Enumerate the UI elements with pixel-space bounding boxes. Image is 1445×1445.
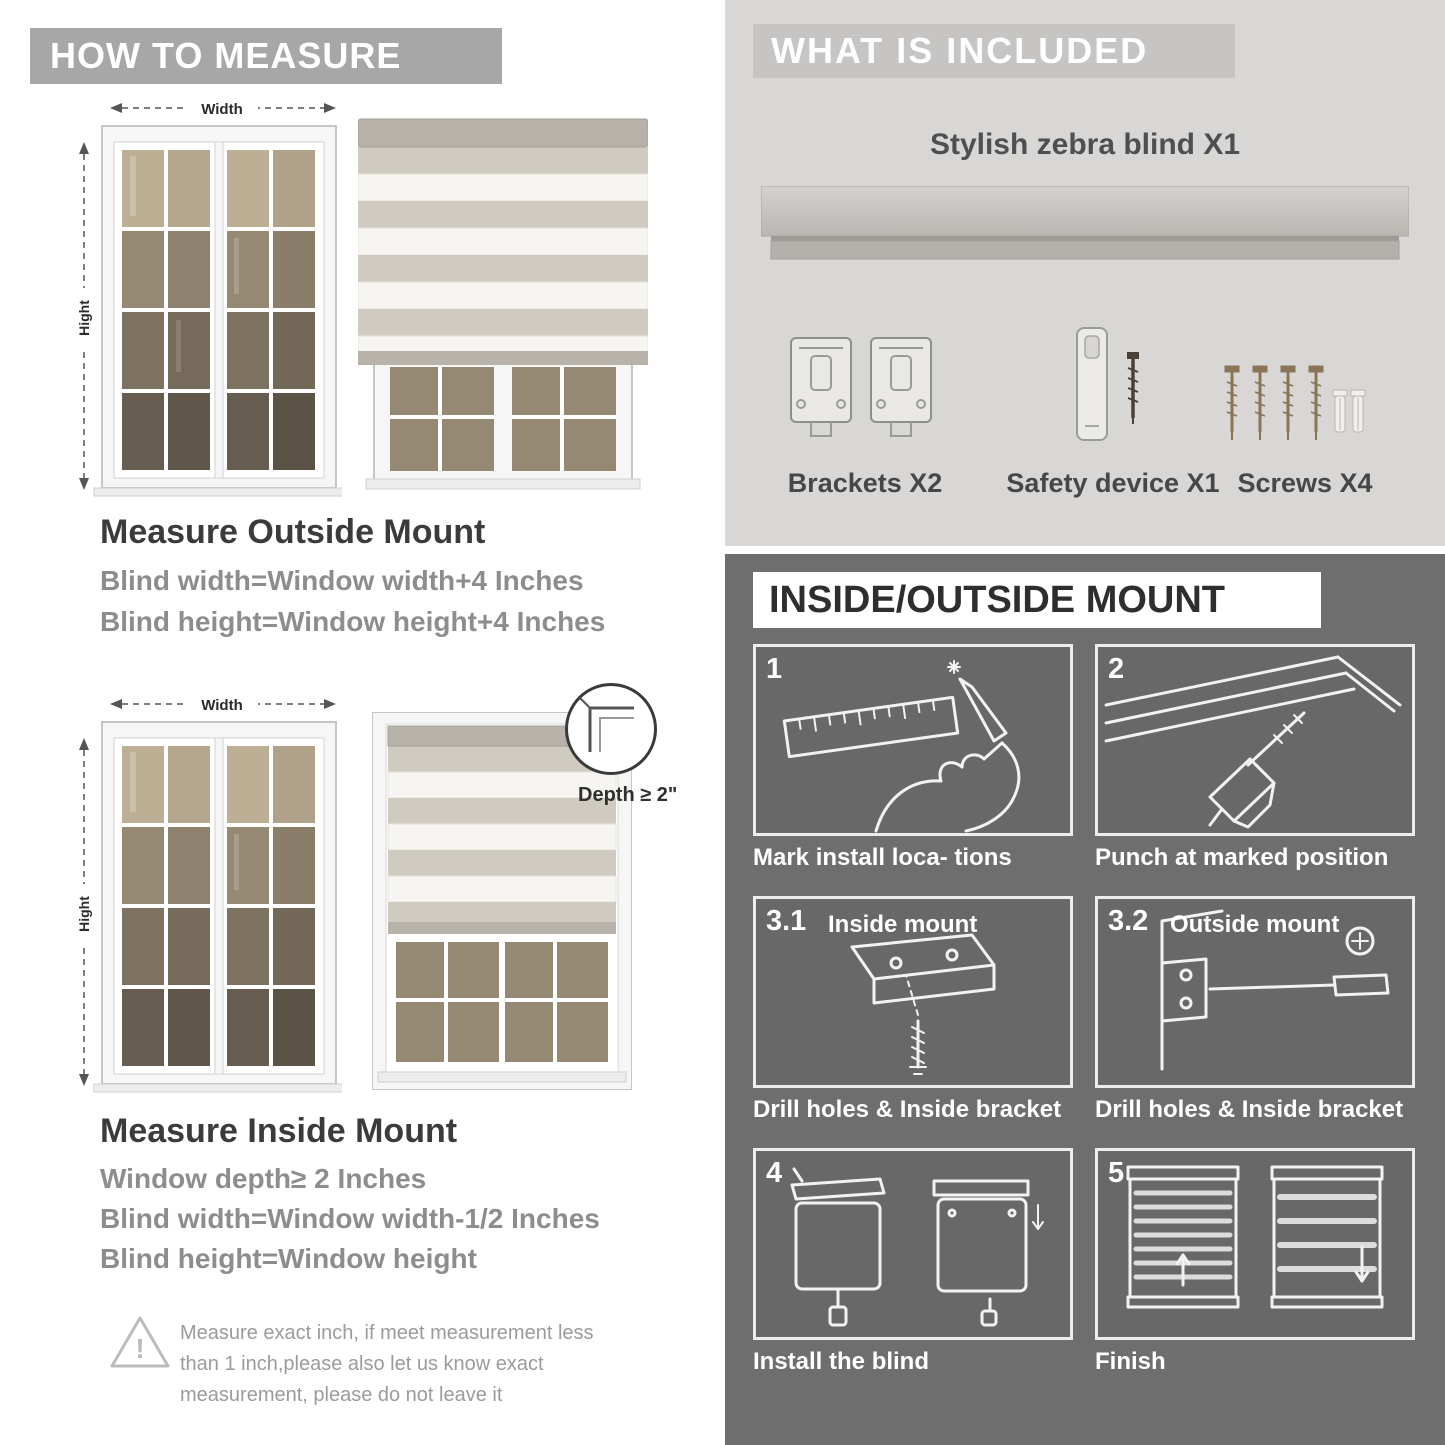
step-3-2-caption: Drill holes & Inside bracket <box>1095 1096 1404 1123</box>
step-number: 3.1 <box>766 905 807 937</box>
window-corner-detail <box>579 697 634 752</box>
step-4-caption: Install the blind <box>753 1348 930 1375</box>
step-4-box: 4 <box>753 1148 1073 1340</box>
outside-mount-line1: Blind width=Window width+4 Inches <box>100 565 584 596</box>
step-3-1-title: Inside mount <box>828 911 978 938</box>
mount-instructions-panel: INSIDE/OUTSIDE MOUNT <box>725 554 1445 1445</box>
safety-device-illustration <box>1076 327 1139 441</box>
window-illustration-outside: Width Hight <box>76 98 342 497</box>
step-3-2-title: Outside mount <box>1170 911 1340 938</box>
what-is-included-panel: WHAT IS INCLUDED Stylish zebra blind X1 <box>725 0 1445 546</box>
how-to-measure-banner: HOW TO MEASURE <box>30 28 502 84</box>
step-number: 4 <box>766 1157 783 1189</box>
measurement-warning-text: Measure exact inch, if meet measurement … <box>180 1322 594 1406</box>
mount-instructions-banner: INSIDE/OUTSIDE MOUNT <box>753 572 1321 628</box>
depth-label: Depth ≥ 2" <box>578 784 678 806</box>
window-panes <box>122 746 315 1066</box>
step-5-box: 5 <box>1095 1148 1415 1340</box>
safety-screw <box>1127 352 1139 424</box>
step-2-box: 2 <box>1095 644 1415 836</box>
window-panes <box>122 150 315 470</box>
step-3-1-box: 3.1 Inside mount <box>753 896 1073 1088</box>
inside-mount-line2: Blind width=Window width-1/2 Inches <box>100 1203 600 1234</box>
height-arrow: Hight <box>76 142 92 490</box>
step-1: 1 Mark install loca- tions <box>753 644 1073 878</box>
step-number: 5 <box>1108 1157 1125 1189</box>
screws-label: Screws X4 <box>1237 468 1373 498</box>
blind-illustration-inside-mount <box>372 712 632 1090</box>
width-arrow: Width <box>110 694 336 714</box>
blind-bottom-rail <box>388 922 616 934</box>
svg-text:Width: Width <box>201 101 243 118</box>
svg-text:Width: Width <box>201 697 243 714</box>
outside-mount-title: Measure Outside Mount <box>100 513 486 551</box>
step-number: 2 <box>1108 653 1125 685</box>
finish-drawing <box>1126 1165 1384 1309</box>
window-illustration-inside: Width Hight <box>76 694 342 1093</box>
step-1-box: 1 <box>753 644 1073 836</box>
install-blind-drawing <box>790 1167 1044 1327</box>
brackets-label: Brackets X2 <box>787 468 943 498</box>
inside-mount-line3: Blind height=Window height <box>100 1243 477 1274</box>
zebra-blind-headrail <box>761 186 1409 260</box>
what-is-included-banner: WHAT IS INCLUDED <box>753 24 1235 78</box>
step-1-caption: Mark install loca- tions <box>753 844 1012 871</box>
svg-text:Hight: Hight <box>76 896 92 932</box>
svg-text:Hight: Hight <box>76 300 92 336</box>
width-arrow: Width <box>110 98 336 118</box>
step-3-1: 3.1 Inside mount Drill holes & Inside br… <box>753 896 1073 1130</box>
outside-bracket-drawing <box>1160 909 1390 1071</box>
step-3-2-box: 3.2 Outside mount <box>1095 896 1415 1088</box>
zebra-stripes <box>387 746 617 928</box>
step-number: 1 <box>766 653 783 685</box>
warning-triangle-icon: ! <box>110 1316 170 1368</box>
step-5-caption: Finish <box>1095 1348 1166 1375</box>
height-arrow: Hight <box>76 738 92 1086</box>
product-label: Stylish zebra blind X1 <box>929 128 1241 161</box>
blind-bottom-rail <box>358 351 648 365</box>
step-4: 4 Install the blind <box>753 1148 1073 1382</box>
step-number: 3.2 <box>1108 905 1149 937</box>
window-panes <box>396 942 608 1062</box>
step-3-1-caption: Drill holes & Inside bracket <box>753 1096 1062 1123</box>
zebra-stripes <box>358 147 648 364</box>
mark-locations-drawing <box>782 660 1021 833</box>
mount-steps-grid: 1 Mark install loca- tions <box>753 644 1415 1400</box>
blind-cassette <box>358 118 648 148</box>
inside-mount-line1: Window depth≥ 2 Inches <box>100 1163 427 1194</box>
step-5: 5 Finish <box>1095 1148 1415 1382</box>
blind-illustration-outside-mount <box>358 118 648 490</box>
svg-text:!: ! <box>135 1333 144 1364</box>
inside-mount-title: Measure Inside Mount <box>100 1112 458 1150</box>
step-2: 2 Punch at marked position <box>1095 644 1415 878</box>
window-behind-blind <box>365 360 641 490</box>
drill-drawing <box>1104 655 1402 829</box>
safety-device-label: Safety device X1 <box>1006 468 1220 498</box>
brackets-illustration <box>790 337 932 437</box>
inside-bracket-drawing <box>850 933 996 1075</box>
depth-callout-circle <box>565 683 657 775</box>
step-2-caption: Punch at marked position <box>1095 844 1389 871</box>
outside-mount-line2: Blind height=Window height+4 Inches <box>100 606 606 637</box>
wall-anchors <box>1332 389 1366 433</box>
screws-illustration <box>1224 365 1366 440</box>
step-3-2: 3.2 Outside mount Drill holes & Inside b… <box>1095 896 1415 1130</box>
